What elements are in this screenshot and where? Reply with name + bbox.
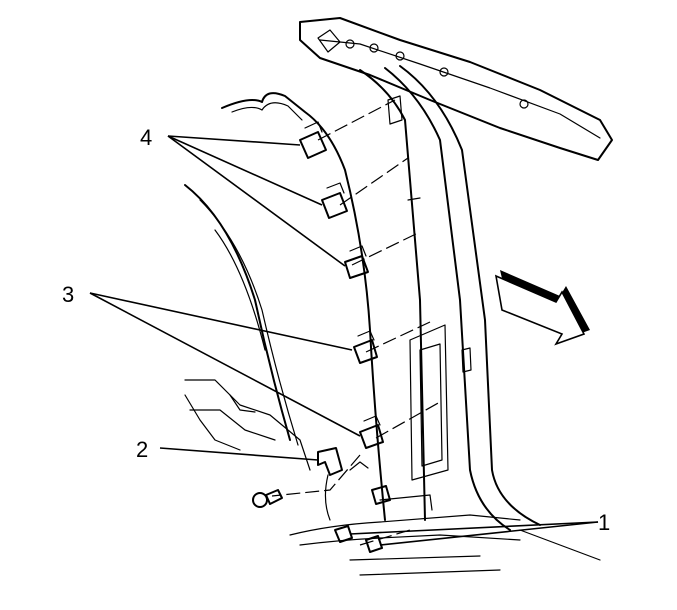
body-pillar (359, 65, 541, 531)
bolt-fastener (252, 489, 283, 508)
leader-lines-3 (89, 292, 361, 437)
retainer-clip-2 (321, 182, 348, 219)
quarter-structure (184, 184, 311, 471)
leader-line-2 (159, 447, 319, 461)
callout-4: 4 (140, 125, 152, 150)
retainer-clip-1 (299, 121, 327, 159)
callout-3: 3 (62, 282, 74, 307)
leader-lines-1 (349, 521, 599, 546)
retainer-clip-3 (344, 245, 369, 279)
roof-rail (299, 17, 613, 161)
callout-2: 2 (136, 437, 148, 462)
lower-clip-a (334, 525, 353, 543)
lower-bracket (317, 447, 369, 521)
pillar-trim-panel (221, 92, 386, 521)
retainer-clip-4 (353, 330, 378, 364)
callout-1: 1 (598, 510, 610, 535)
lower-clip-b (365, 535, 383, 553)
retainer-clip-5 (359, 415, 384, 449)
leader-lines-4 (167, 135, 346, 267)
lower-clip-c (371, 485, 391, 505)
alignment-dashes (271, 99, 441, 546)
front-direction-arrow-icon (494, 270, 590, 346)
